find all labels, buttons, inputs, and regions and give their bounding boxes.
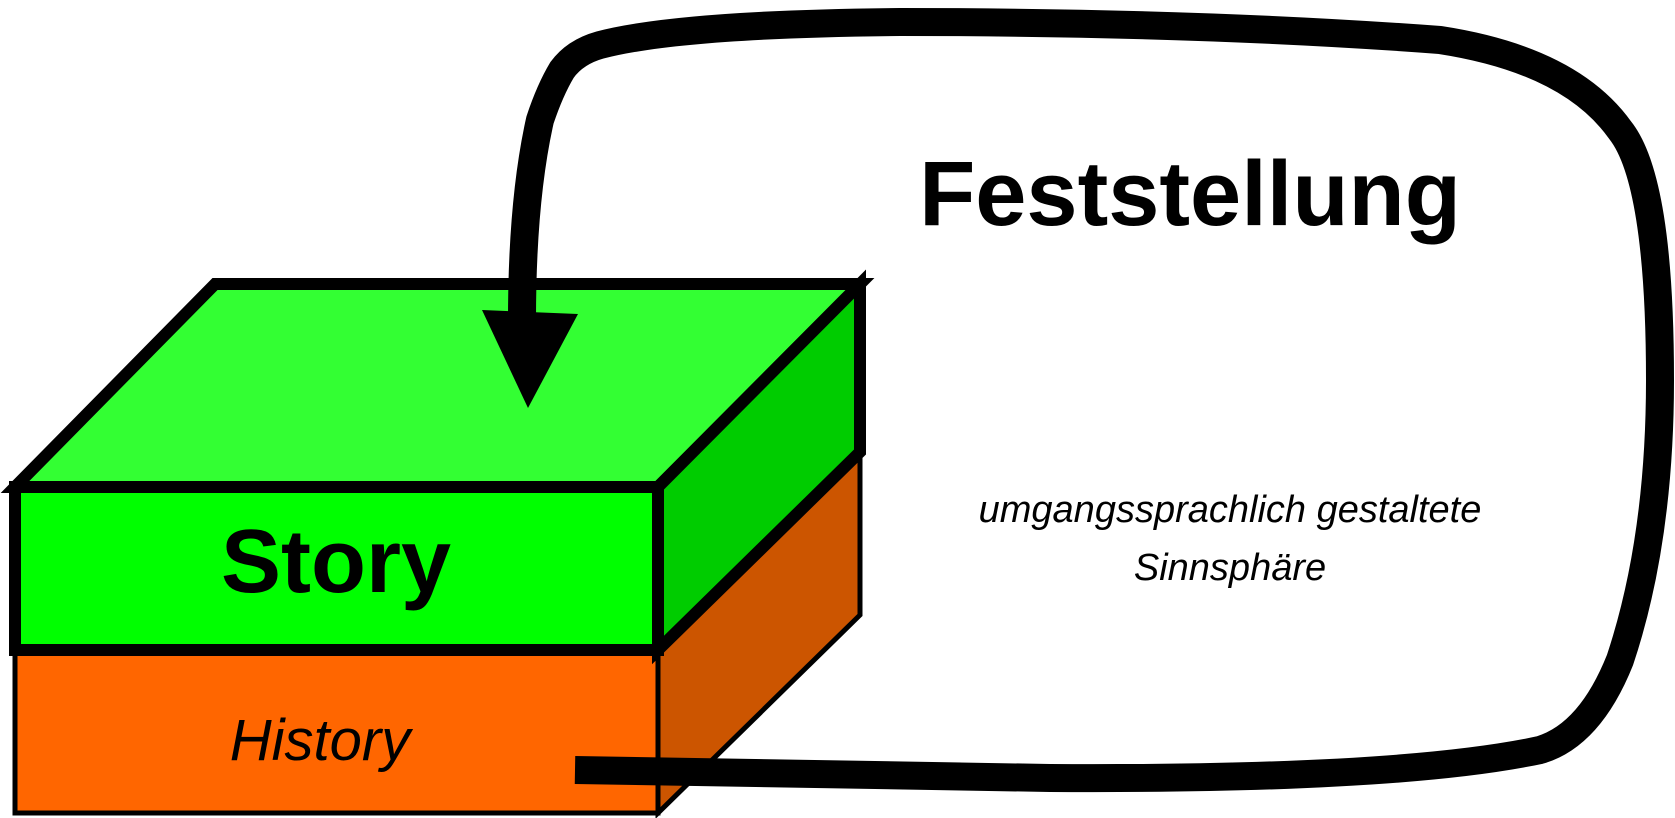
story-block: Story: [0, 269, 875, 665]
subtitle-line-1: umgangssprachlich gestaltete: [979, 489, 1482, 531]
history-block: History: [12, 446, 863, 818]
subtitle-line-2: Sinnsphäre: [1134, 547, 1326, 589]
story-label: Story: [221, 512, 451, 612]
loop-path: [508, 8, 1674, 793]
story-block-front: [9, 481, 664, 656]
feedback-loop-arrow: [482, 8, 1674, 793]
history-block-front: [12, 647, 661, 816]
arrow-down-icon: [482, 310, 578, 408]
diagram-title: Feststellung: [919, 143, 1461, 245]
history-label: History: [230, 708, 413, 773]
